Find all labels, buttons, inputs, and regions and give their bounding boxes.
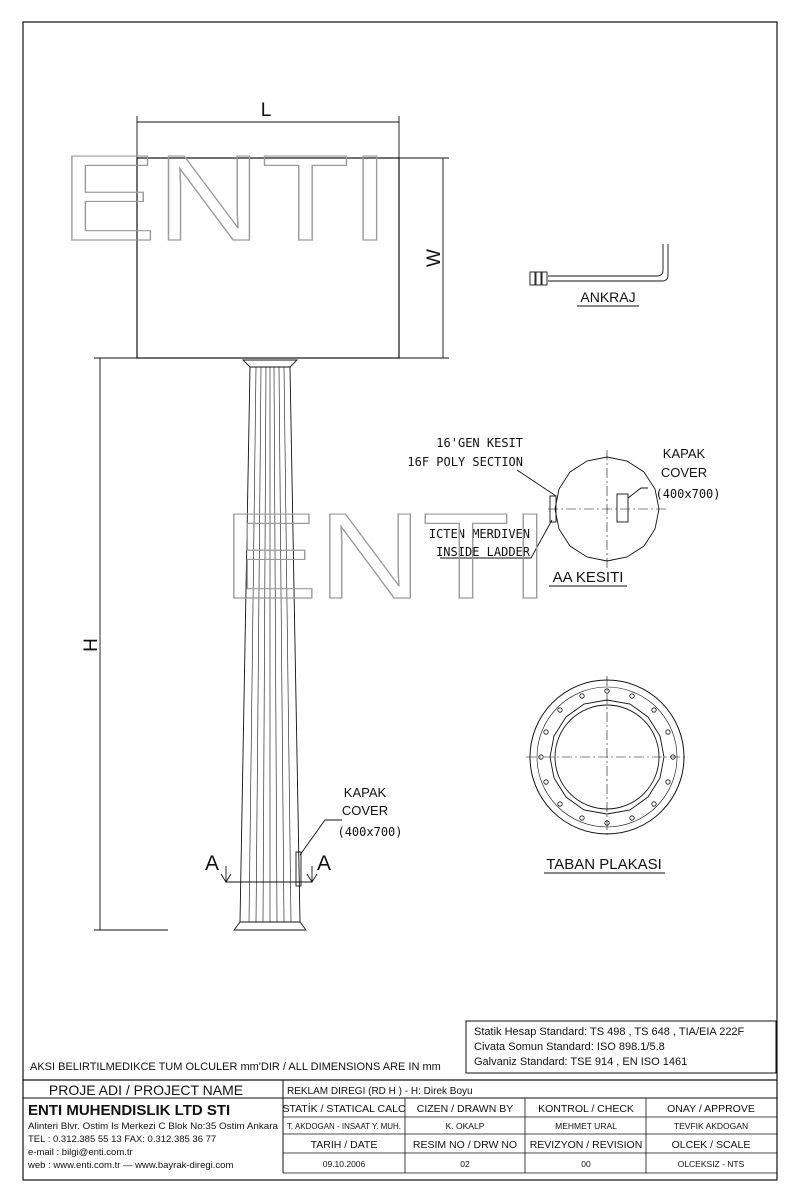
header-date: TARIH / DATE (311, 1139, 378, 1151)
name-calc: T. AKDOGAN - INSAAT Y. MUH. (287, 1122, 401, 1131)
base-plate-label: TABAN PLAKASI (546, 856, 662, 873)
dimension-h (94, 357, 168, 931)
name-approve: TEVFIK AKDOGAN (674, 1121, 748, 1131)
header-approve: ONAY / APPROVE (667, 1103, 755, 1115)
value-scale: OLCEKSIZ - NTS (678, 1159, 745, 1169)
company-address: Alinteri Blvr. Ostim Is Merkezi C Blok N… (28, 1121, 278, 1131)
section-type-label: 16'GEN KESIT (436, 436, 523, 450)
ladder-label-en: INSIDE LADDER (436, 545, 531, 559)
value-revision: 00 (581, 1159, 591, 1169)
section-title: AA KESITI (553, 569, 624, 586)
ladder-label: ICTEN MERDIVEN (429, 527, 530, 541)
company-name: ENTI MUHENDISLIK LTD STI (28, 1102, 230, 1119)
dimension-w-label: W (424, 249, 445, 267)
base-plate-drawing (526, 676, 688, 838)
aa-section-drawing (440, 450, 667, 568)
section-cover-label: KAPAK (663, 446, 706, 461)
billboard: L W (136, 100, 449, 359)
pole-cover-size: (400x700) (337, 825, 402, 839)
name-check: MEHMET URAL (555, 1121, 617, 1131)
standards-box (465, 1020, 777, 1074)
header-scale: OLCEK / SCALE (672, 1139, 751, 1151)
pole-cover-label-en: COVER (342, 803, 388, 818)
value-date: 09.10.2006 (323, 1159, 366, 1169)
header-drawing-no: RESIM NO / DRW NO (413, 1139, 517, 1151)
section-type-label-en: 16F POLY SECTION (407, 455, 523, 469)
section-cover-label-en: COVER (661, 465, 707, 480)
billboard-panel (136, 157, 400, 359)
anchor-bolt (529, 244, 669, 286)
galvanize-standard: Galvaniz Standard: TSE 914 , EN ISO 1461 (474, 1056, 687, 1068)
title-block (23, 1079, 777, 1174)
bolt-standard: Civata Somun Standard: ISO 898.1/5.8 (474, 1041, 665, 1053)
dimension-h-label: H (81, 638, 102, 652)
section-mark-left: A (205, 852, 219, 875)
dimension-l-label: L (261, 100, 272, 121)
ankraj-label: ANKRAJ (580, 289, 635, 305)
company-email: e-mail : bilgi@enti.com.tr (28, 1147, 133, 1158)
header-calc: STATİK / STATICAL CALC (282, 1102, 406, 1115)
dimensions-note: AKSI BELIRTILMEDIKCE TUM OLCULER mm'DIR … (30, 1061, 441, 1073)
section-cover-size: (400x700) (655, 487, 720, 501)
header-drawn: CIZEN / DRAWN BY (417, 1103, 513, 1115)
section-mark-right: A (317, 852, 331, 875)
watermark-top: ENTI (60, 130, 390, 266)
pole (220, 359, 342, 931)
value-drawing-no: 02 (460, 1159, 470, 1169)
project-header: PROJE ADI / PROJECT NAME (49, 1082, 243, 1098)
header-revision: REVIZYON / REVISION (530, 1139, 643, 1151)
name-drawn: K. OKALP (446, 1121, 485, 1131)
sheet-border (22, 21, 778, 1181)
company-web: web : www.enti.com.tr — www.bayrak-direg… (27, 1160, 233, 1171)
watermark-middle: ENTI (222, 488, 550, 624)
company-phone: TEL : 0.312.385 55 13 FAX: 0.312.385 36 … (28, 1134, 216, 1145)
project-name: REKLAM DIREGI (RD H ) - H: Direk Boyu (287, 1086, 473, 1097)
dimension-w (399, 157, 449, 359)
pole-cover-label: KAPAK (344, 785, 387, 800)
dimension-l (136, 116, 400, 158)
static-standard: Statik Hesap Standard: TS 498 , TS 648 ,… (474, 1026, 745, 1038)
header-check: KONTROL / CHECK (538, 1103, 634, 1115)
